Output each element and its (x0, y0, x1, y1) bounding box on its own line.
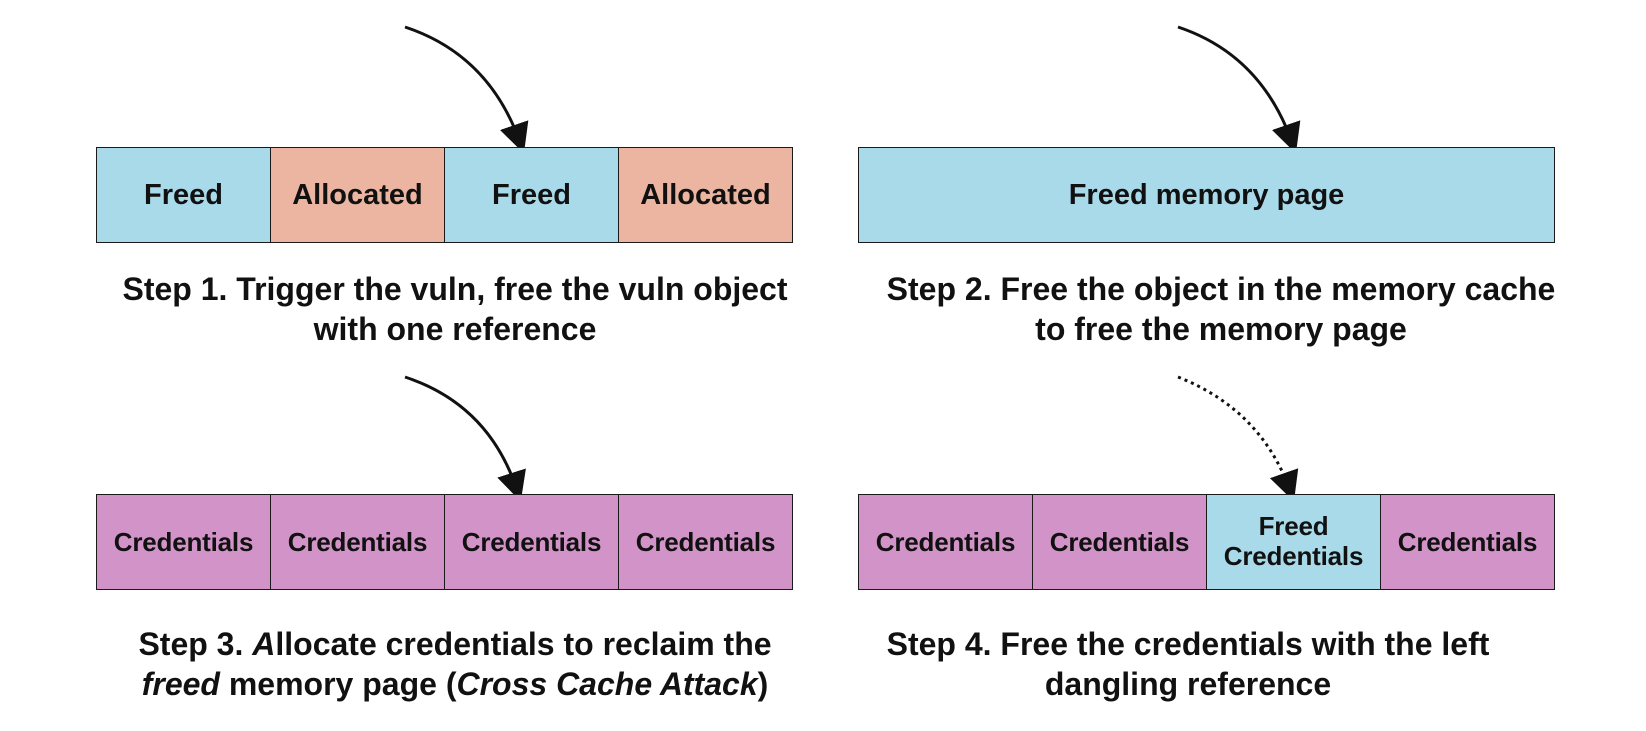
freed-credentials-line2: Credentials (1223, 541, 1364, 571)
credentials-slot: Credentials (1381, 495, 1554, 589)
caption-italic-text: freed (141, 666, 220, 702)
step2-caption-line1: Step 2. Free the object in the memory ca… (886, 271, 1556, 307)
freed-memory-page: Freed memory page (859, 148, 1554, 242)
credentials-slot: Credentials (619, 495, 792, 589)
step2-memory-row: Freed memory page (858, 147, 1555, 243)
step4-caption: Step 4. Free the credentials with the le… (793, 624, 1583, 704)
step2-caption-line2: to free the memory page (1035, 311, 1407, 347)
step3-caption-line1: Step 3. Allocate credentials to reclaim … (60, 624, 850, 664)
credentials-slot: Credentials (271, 495, 445, 589)
step1-caption: Step 1. Trigger the vuln, free the vuln … (60, 269, 850, 349)
step1-caption-line1: Step 1. Trigger the vuln, free the vuln … (122, 271, 788, 307)
reference-arrow-step2 (1177, 25, 1301, 154)
allocated-slot: Allocated (271, 148, 445, 242)
caption-text: llocate credentials to reclaim the (275, 626, 772, 662)
allocated-slot: Allocated (619, 148, 792, 242)
reference-arrow-step1 (404, 25, 529, 154)
step2-caption: Step 2. Free the object in the memory ca… (826, 269, 1616, 349)
credentials-slot: Credentials (1033, 495, 1207, 589)
credentials-slot: Credentials (97, 495, 271, 589)
step1-memory-row: Freed Allocated Freed Allocated (96, 147, 793, 243)
step4-memory-row: Credentials Credentials Freed Credential… (858, 494, 1555, 590)
freed-credentials-line1: Freed (1258, 511, 1329, 542)
credentials-slot: Credentials (445, 495, 619, 589)
caption-text: memory page ( (219, 666, 457, 702)
freed-slot: Freed (445, 148, 619, 242)
freed-slot: Freed (97, 148, 271, 242)
step1-caption-line2: with one reference (313, 311, 597, 347)
caption-italic-text: Cross Cache Attack (456, 666, 758, 702)
step3-caption-line2: freed memory page (Cross Cache Attack) (60, 664, 850, 704)
credentials-slot: Credentials (859, 495, 1033, 589)
step4-caption-line2: dangling reference (1044, 666, 1332, 702)
caption-text: Step 3. (138, 626, 253, 662)
caption-text: ) (757, 666, 769, 702)
caption-italic-text: A (252, 626, 276, 662)
step4-caption-line1: Step 4. Free the credentials with the le… (886, 626, 1490, 662)
dangling-reference-arrow-step4 (1177, 375, 1299, 502)
step3-caption: Step 3. Allocate credentials to reclaim … (60, 624, 850, 704)
freed-credentials-slot: Freed Credentials (1207, 495, 1381, 589)
reference-arrow-step3 (404, 375, 526, 502)
step3-memory-row: Credentials Credentials Credentials Cred… (96, 494, 793, 590)
